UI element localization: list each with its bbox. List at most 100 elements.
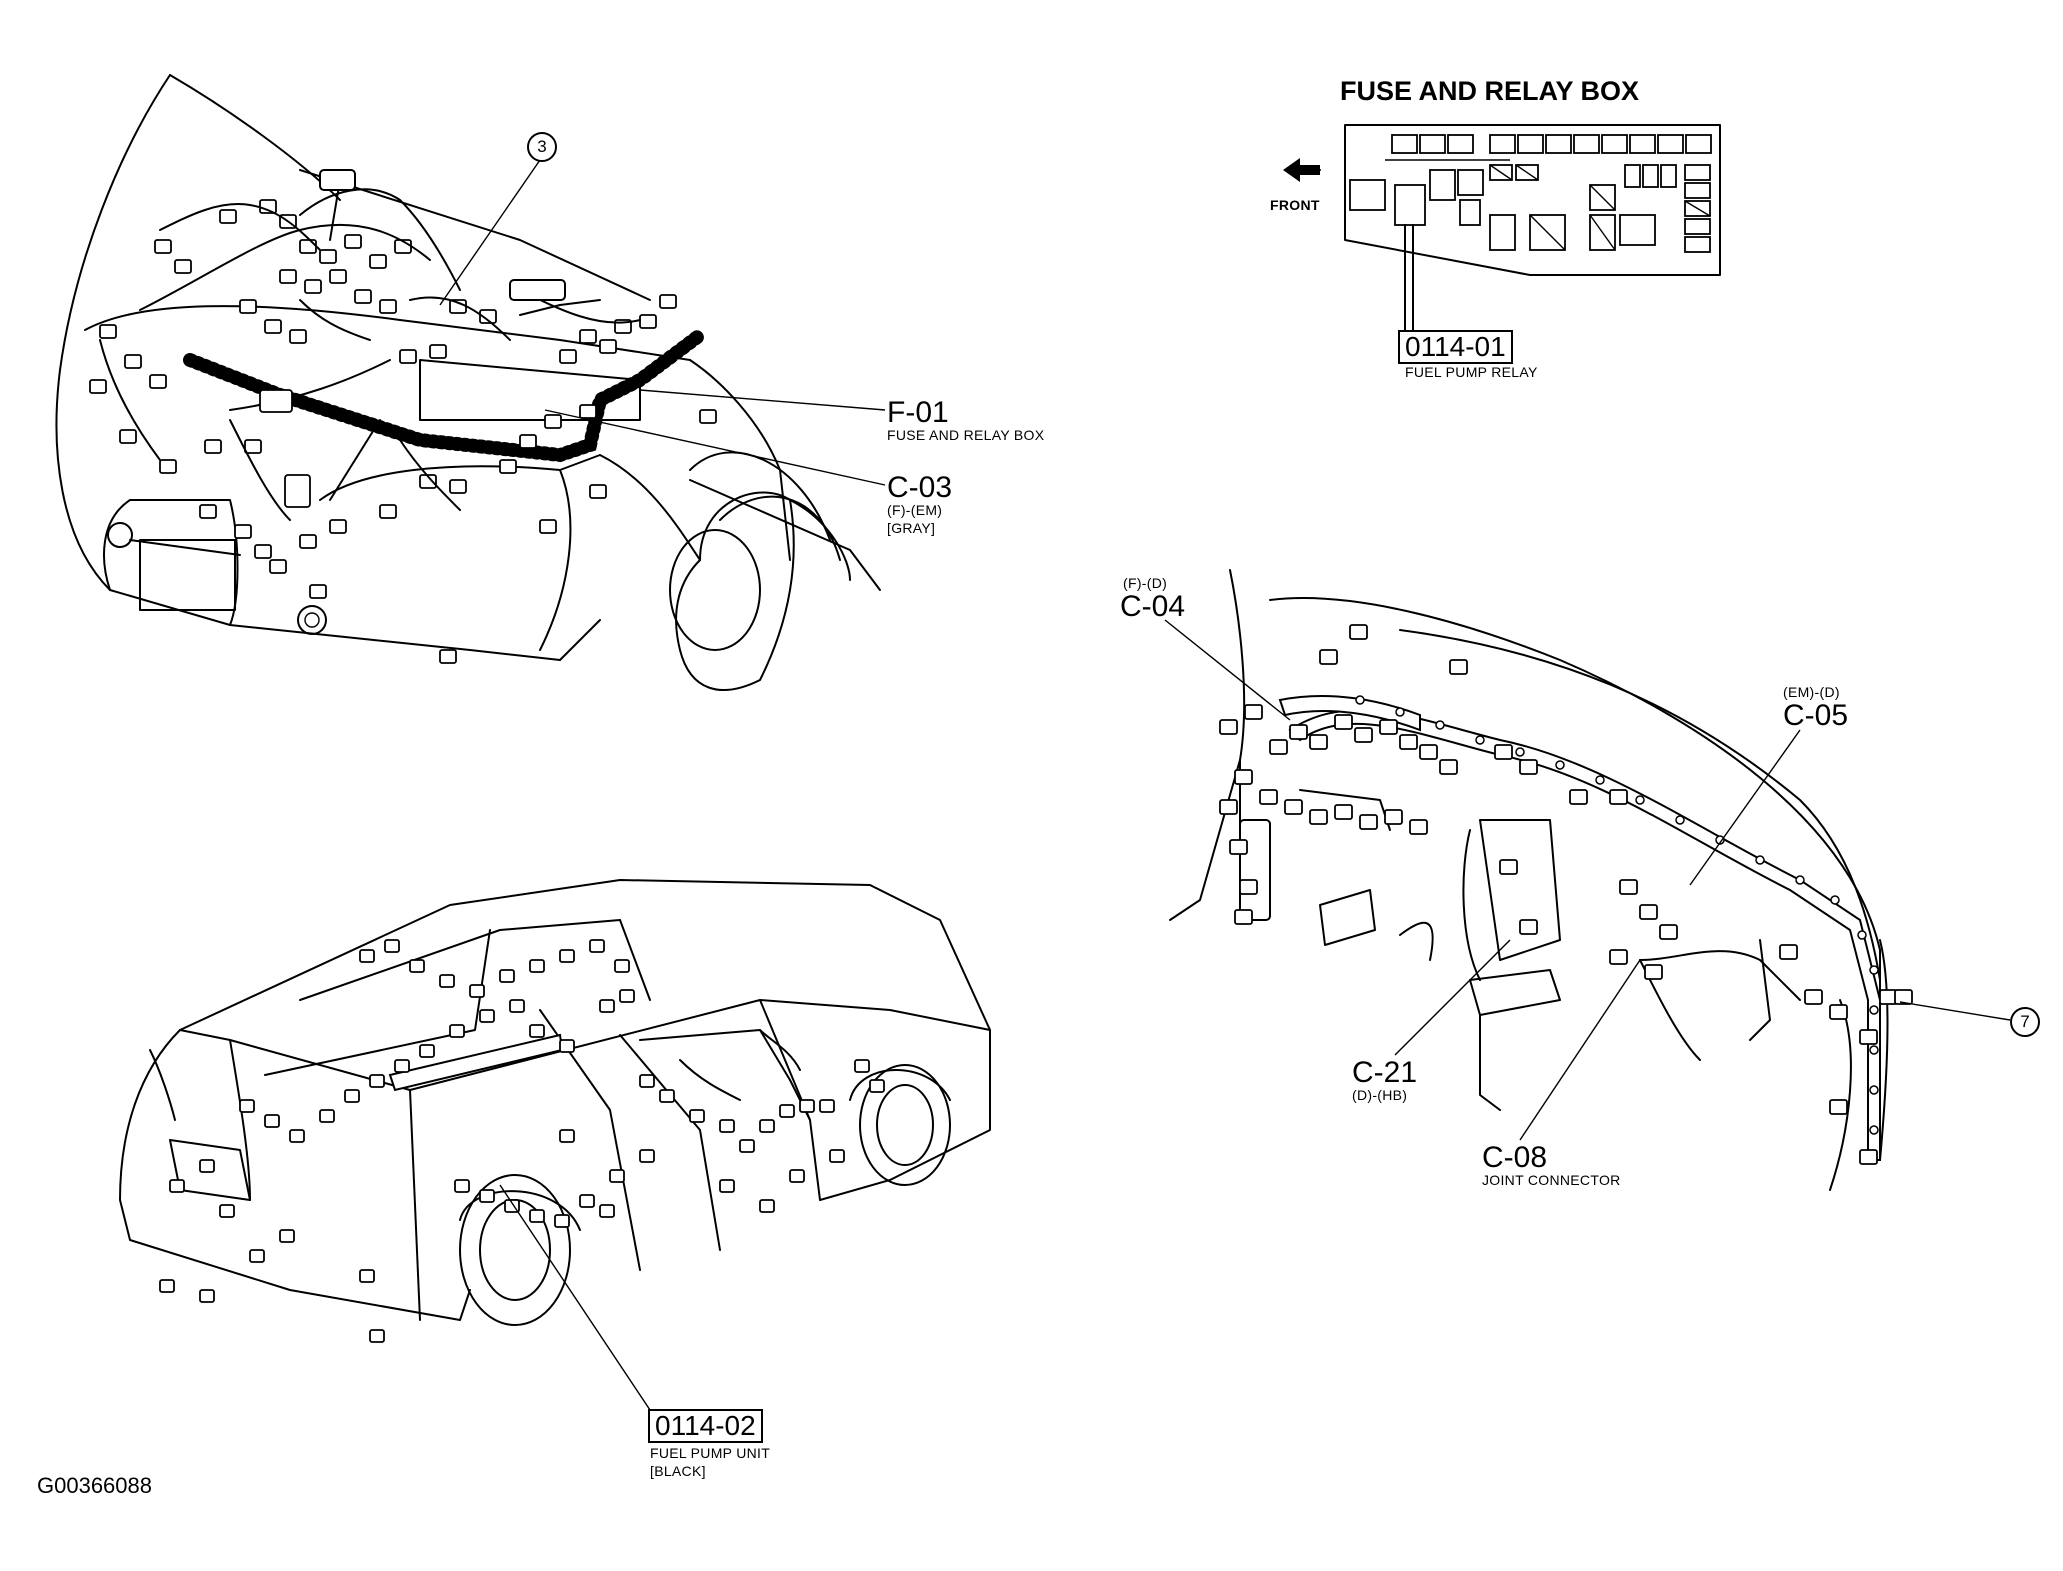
connector-block — [1349, 624, 1368, 640]
connector-block — [659, 294, 677, 309]
connector-block — [219, 209, 237, 224]
connector-block — [1219, 719, 1238, 735]
connector-block — [1659, 924, 1678, 940]
c08-leader — [1519, 959, 1641, 1141]
callout-7: 7 — [2010, 1007, 2040, 1037]
c04-sub: (F)-(D) — [1123, 575, 1168, 591]
connector-block — [279, 1229, 295, 1243]
fuel-pump-relay-name: FUEL PUMP RELAY — [1405, 364, 1538, 380]
connector-block — [244, 439, 262, 454]
connector-block — [1894, 989, 1913, 1005]
connector-block — [1289, 724, 1308, 740]
connector-block — [159, 1279, 175, 1293]
connector-block — [1234, 909, 1253, 925]
connector-block — [269, 559, 287, 574]
connector-block — [304, 279, 322, 294]
connector-block — [869, 1079, 885, 1093]
connector-block — [1519, 759, 1538, 775]
connector-block — [354, 289, 372, 304]
fuel-pump-unit-color: [BLACK] — [650, 1463, 706, 1479]
connector-block — [1569, 789, 1588, 805]
connector-block — [509, 999, 525, 1013]
connector-block — [1379, 719, 1398, 735]
connector-block — [559, 1129, 575, 1143]
connector-block — [379, 299, 397, 314]
connector-block — [1334, 804, 1353, 820]
connector-block — [579, 329, 597, 344]
connector-block — [589, 939, 605, 953]
connector-block — [369, 1074, 385, 1088]
front-arrow-label: FRONT — [1270, 197, 1320, 213]
connector-block — [124, 354, 142, 369]
harness-clip — [1675, 815, 1685, 825]
harness-clip — [1869, 1045, 1879, 1055]
c21-leader — [1394, 939, 1511, 1056]
connector-block — [539, 519, 557, 534]
connector-block — [639, 314, 657, 329]
connector-block — [699, 409, 717, 424]
connector-block — [1519, 919, 1538, 935]
fuel-pump-unit-name: FUEL PUMP UNIT — [650, 1445, 771, 1461]
callout-7-leader — [1899, 1001, 2011, 1021]
pump-leader — [499, 1184, 651, 1411]
harness-clip — [1355, 695, 1365, 705]
connector-block — [829, 1149, 845, 1163]
connector-block — [369, 1329, 385, 1343]
connector-block — [1239, 879, 1258, 895]
c08-desc: JOINT CONNECTOR — [1482, 1172, 1621, 1188]
connector-block — [289, 1129, 305, 1143]
c03-code: C-03 — [887, 471, 953, 504]
connector-block — [219, 1204, 235, 1218]
connector-block — [1399, 734, 1418, 750]
fuse-box-title: FUSE AND RELAY BOX — [1340, 76, 1640, 106]
f01-code: F-01 — [887, 396, 949, 429]
harness-clip — [1715, 835, 1725, 845]
harness-clip — [1755, 855, 1765, 865]
harness-clip — [1635, 795, 1645, 805]
c05-sub: (EM)-(D) — [1783, 684, 1840, 700]
connector-block — [529, 959, 545, 973]
connector-block — [544, 414, 562, 429]
connector-block — [719, 1179, 735, 1193]
harness-clip — [1869, 1005, 1879, 1015]
connector-block — [1829, 1004, 1848, 1020]
c03-leader — [544, 409, 886, 486]
connector-block — [1384, 809, 1403, 825]
connector-block — [689, 1109, 705, 1123]
connector-block — [1804, 989, 1823, 1005]
connector-block — [239, 1099, 255, 1113]
connector-block — [1409, 819, 1428, 835]
harness-clip — [1595, 775, 1605, 785]
connector-block — [1309, 734, 1328, 750]
connector-block — [1639, 904, 1658, 920]
c08-code: C-08 — [1482, 1141, 1548, 1174]
connector-block — [239, 299, 257, 314]
connector-block — [719, 1119, 735, 1133]
c03-line1: (F)-(EM) — [887, 502, 943, 518]
connector-block — [1309, 809, 1328, 825]
connector-block — [1419, 744, 1438, 760]
connector-block — [1334, 714, 1353, 730]
connector-block — [199, 504, 217, 519]
engine-harness — [99, 169, 641, 521]
connector-block — [599, 1204, 615, 1218]
connector-block — [299, 534, 317, 549]
connector-block — [759, 1199, 775, 1213]
harness-clip — [1830, 895, 1840, 905]
connector-block — [499, 459, 517, 474]
connector-block — [1234, 769, 1253, 785]
connector-block — [1449, 659, 1468, 675]
connector-block — [319, 1109, 335, 1123]
fuel-pump-unit-code: 0114-02 — [648, 1409, 763, 1443]
connector-block — [119, 429, 137, 444]
connector-block — [99, 324, 117, 339]
connector-block — [359, 949, 375, 963]
connector-block — [1244, 704, 1263, 720]
connector-block — [1269, 739, 1288, 755]
connector-block — [499, 969, 515, 983]
connector-block — [1499, 859, 1518, 875]
harness-clip — [1435, 720, 1445, 730]
connector-block — [799, 1099, 815, 1113]
